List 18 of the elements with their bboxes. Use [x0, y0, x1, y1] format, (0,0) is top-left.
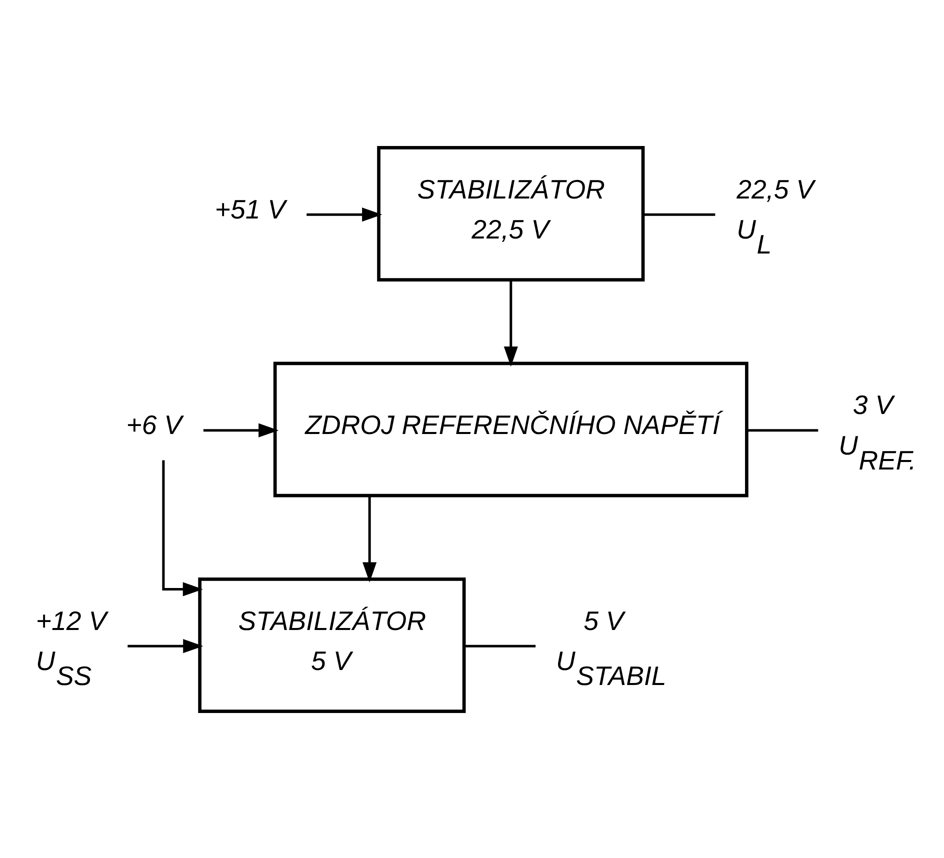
node-box: ZDROJ REFERENČNÍHO NAPĚTÍ — [273, 361, 748, 497]
node-box: STABILIZÁTOR 22,5 V — [377, 146, 645, 281]
node-text: 3 V — [852, 390, 894, 420]
node-text: +12 V — [36, 605, 107, 636]
connector — [464, 644, 536, 647]
node-text: 5 V — [584, 605, 624, 636]
arrow — [203, 422, 279, 437]
arrow — [306, 207, 382, 222]
arrow — [162, 460, 203, 596]
node-box: STABILIZÁTOR 5 V — [198, 577, 466, 712]
arrow — [362, 496, 377, 582]
node-text: +6 V — [126, 410, 182, 440]
node-text: 22,5 V — [736, 174, 814, 204]
connector — [643, 212, 716, 216]
arrow — [128, 638, 204, 653]
node-text: +51 V — [214, 194, 286, 224]
connector — [746, 428, 818, 432]
arrow — [504, 280, 518, 366]
